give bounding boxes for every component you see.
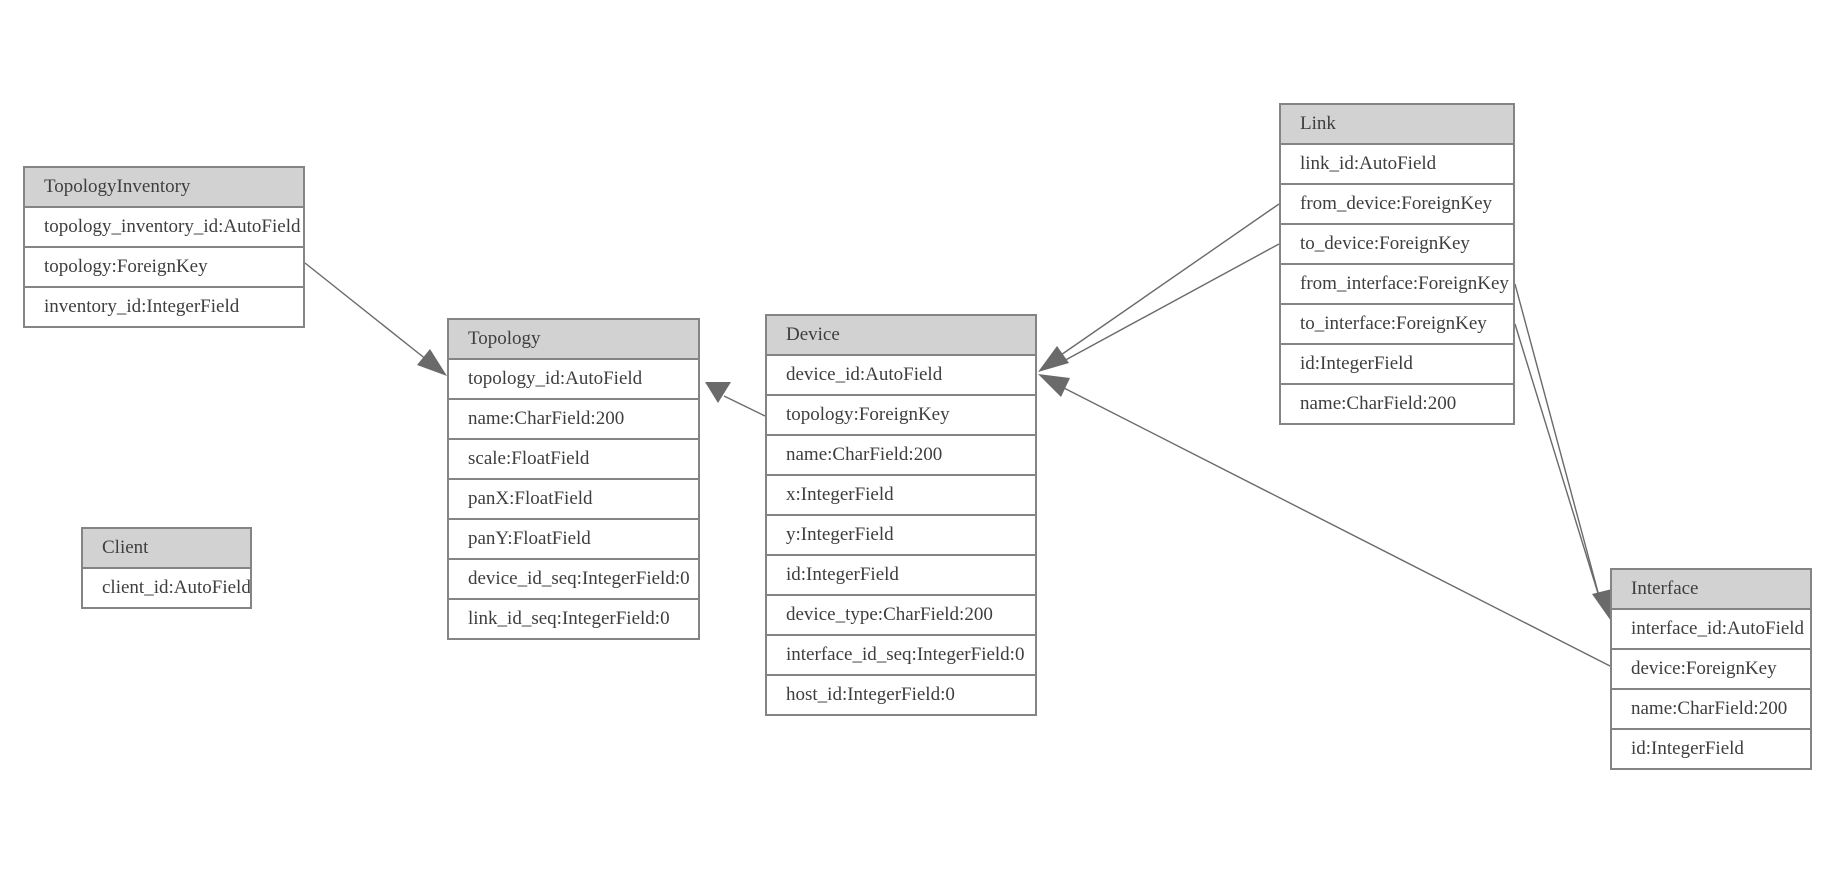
entity-field-row: device_id:AutoField [767, 356, 1035, 396]
entity-field-row: y:IntegerField [767, 516, 1035, 556]
entity-field-row: interface_id_seq:IntegerField:0 [767, 636, 1035, 676]
entity-table-link: Link link_id:AutoField from_device:Forei… [1279, 103, 1515, 425]
entity-field-row: name:CharField:200 [1612, 690, 1810, 730]
entity-table-interface: Interface interface_id:AutoField device:… [1610, 568, 1812, 770]
entity-field-row: scale:FloatField [449, 440, 698, 480]
entity-field-row: topology_id:AutoField [449, 360, 698, 400]
arrowhead-topology-right [705, 382, 731, 403]
arrowhead-topology-left [417, 349, 447, 376]
entity-field-row: from_interface:ForeignKey [1281, 265, 1513, 305]
entity-field-row: link_id:AutoField [1281, 145, 1513, 185]
entity-field-row: link_id_seq:IntegerField:0 [449, 600, 698, 638]
arrowhead-interface-left [1592, 589, 1612, 621]
entity-field-row: to_device:ForeignKey [1281, 225, 1513, 265]
edge-link-to-device [1059, 243, 1280, 364]
entity-header-link: Link [1281, 105, 1513, 145]
entity-field-row: host_id:IntegerField:0 [767, 676, 1035, 714]
edge-link-to-interface [1514, 323, 1602, 604]
entity-field-row: topology:ForeignKey [25, 248, 303, 288]
entity-header-client: Client [83, 529, 250, 569]
entity-field-row: name:CharField:200 [1281, 385, 1513, 423]
arrowhead-device-lower [1038, 374, 1070, 397]
entity-field-row: id:IntegerField [767, 556, 1035, 596]
entity-field-row: client_id:AutoField [83, 569, 250, 607]
entity-field-row: device_type:CharField:200 [767, 596, 1035, 636]
entity-header-device: Device [767, 316, 1035, 356]
entity-field-row: from_device:ForeignKey [1281, 185, 1513, 225]
entity-field-row: name:CharField:200 [767, 436, 1035, 476]
entity-field-row: topology_inventory_id:AutoField [25, 208, 303, 248]
entity-field-row: panX:FloatField [449, 480, 698, 520]
entity-field-row: interface_id:AutoField [1612, 610, 1810, 650]
entity-field-row: name:CharField:200 [449, 400, 698, 440]
arrowhead-device-upper [1038, 346, 1069, 372]
entity-header-topologyinventory: TopologyInventory [25, 168, 303, 208]
entity-field-row: to_interface:ForeignKey [1281, 305, 1513, 345]
entity-table-topologyinventory: TopologyInventory topology_inventory_id:… [23, 166, 305, 328]
entity-field-row: inventory_id:IntegerField [25, 288, 303, 326]
entity-table-client: Client client_id:AutoField [81, 527, 252, 609]
edge-link-from-interface [1514, 283, 1600, 597]
entity-field-row: id:IntegerField [1281, 345, 1513, 385]
edge-link-from-device [1057, 203, 1280, 358]
entity-field-row: topology:ForeignKey [767, 396, 1035, 436]
entity-field-row: device_id_seq:IntegerField:0 [449, 560, 698, 600]
entity-header-interface: Interface [1612, 570, 1810, 610]
entity-field-row: device:ForeignKey [1612, 650, 1810, 690]
edge-topologyinventory-topology [304, 262, 428, 361]
entity-field-row: panY:FloatField [449, 520, 698, 560]
entity-field-row: id:IntegerField [1612, 730, 1810, 768]
entity-field-row: x:IntegerField [767, 476, 1035, 516]
entity-table-device: Device device_id:AutoField topology:Fore… [765, 314, 1037, 716]
edge-interface-device [1061, 386, 1611, 667]
edge-device-topology [723, 395, 766, 417]
entity-table-topology: Topology topology_id:AutoField name:Char… [447, 318, 700, 640]
entity-header-topology: Topology [449, 320, 698, 360]
